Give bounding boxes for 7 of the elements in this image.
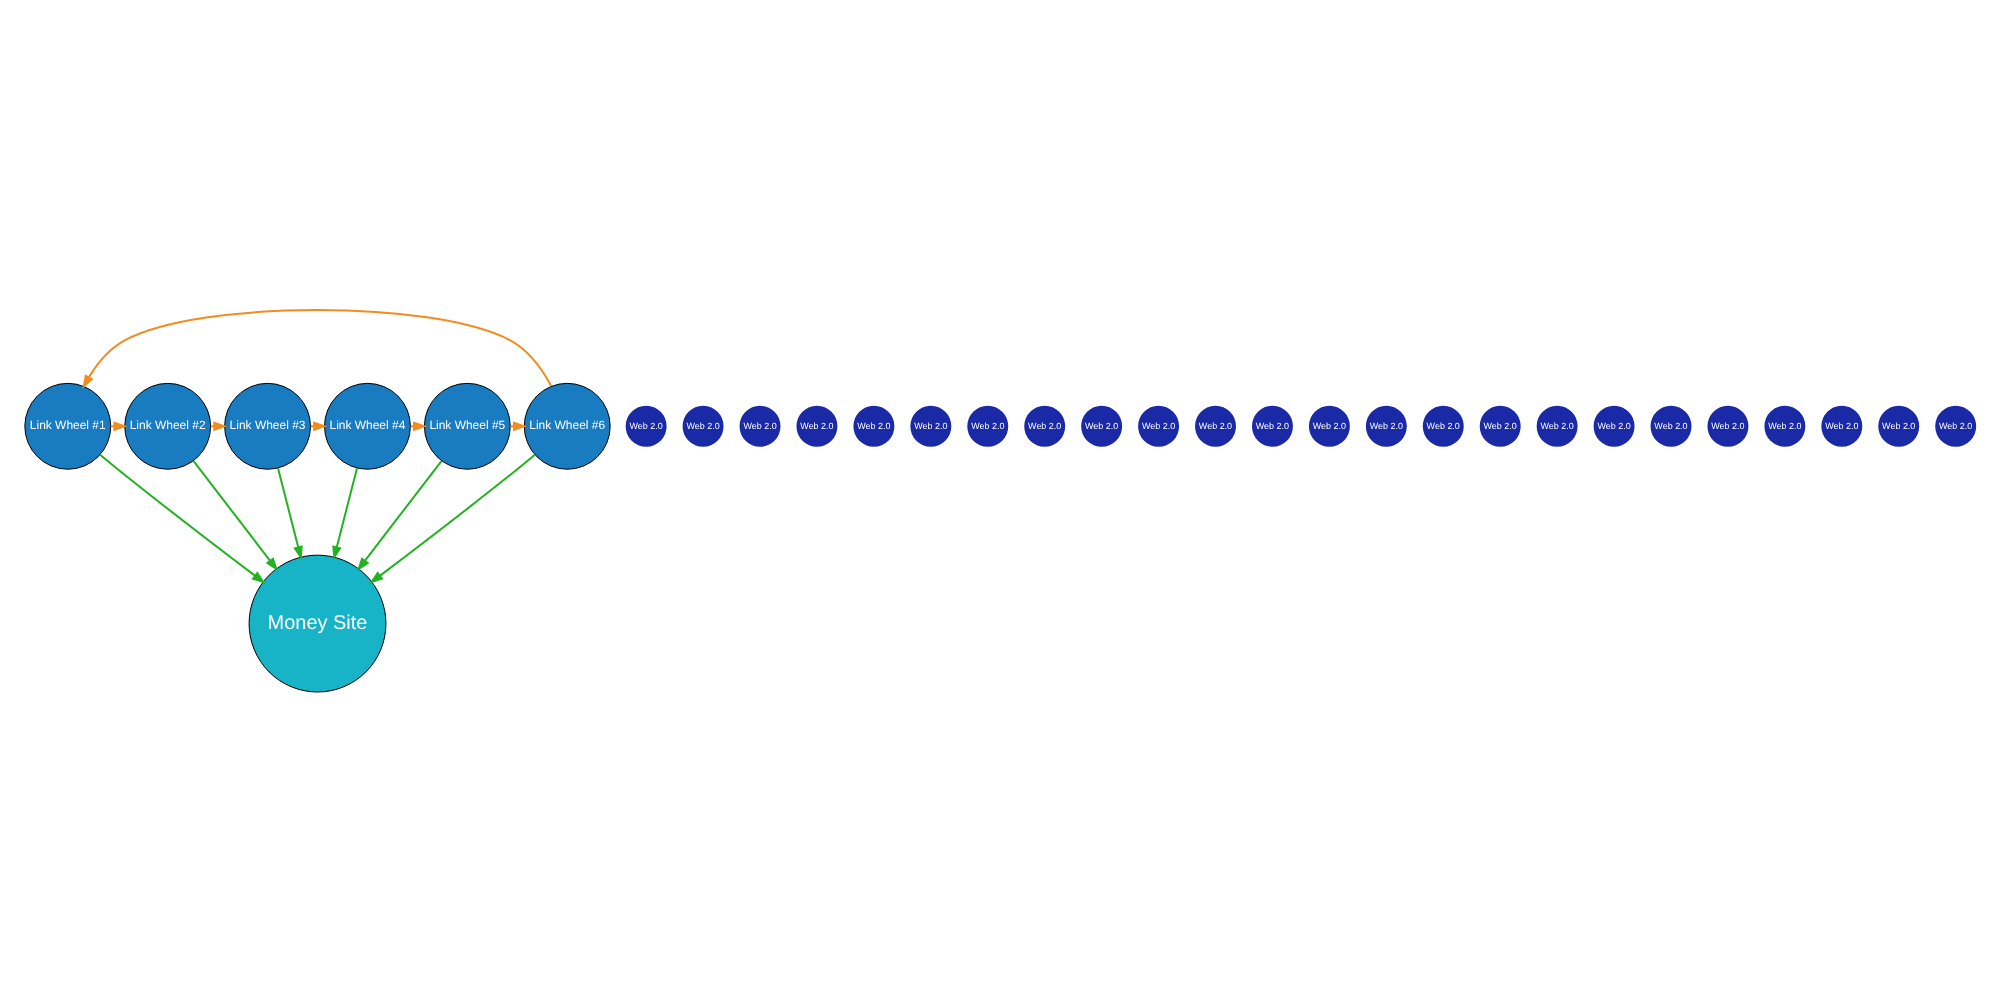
arrow [191,458,278,571]
arrow [98,452,265,583]
arrow [276,466,302,560]
arrow [355,458,442,571]
arrow [331,466,357,560]
arrow [368,452,535,583]
arrow [81,308,552,388]
